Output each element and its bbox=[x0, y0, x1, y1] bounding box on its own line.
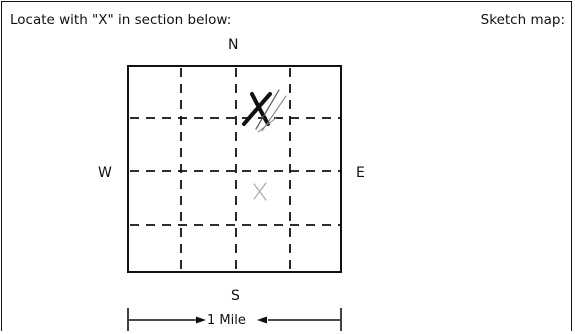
section-square bbox=[127, 65, 342, 273]
compass-east-label: E bbox=[356, 165, 365, 181]
sketch-map-label: Sketch map: bbox=[480, 12, 565, 28]
faint-x-mark bbox=[253, 182, 267, 201]
compass-west-label: W bbox=[98, 165, 112, 181]
compass-north-label: N bbox=[228, 37, 239, 53]
compass-south-label: S bbox=[231, 288, 240, 304]
location-x-mark bbox=[242, 89, 287, 133]
section-grid bbox=[130, 68, 340, 271]
scale-bar bbox=[127, 308, 342, 331]
locate-instruction: Locate with "X" in section below: bbox=[10, 12, 232, 28]
scale-label: 1 Mile bbox=[207, 313, 246, 328]
